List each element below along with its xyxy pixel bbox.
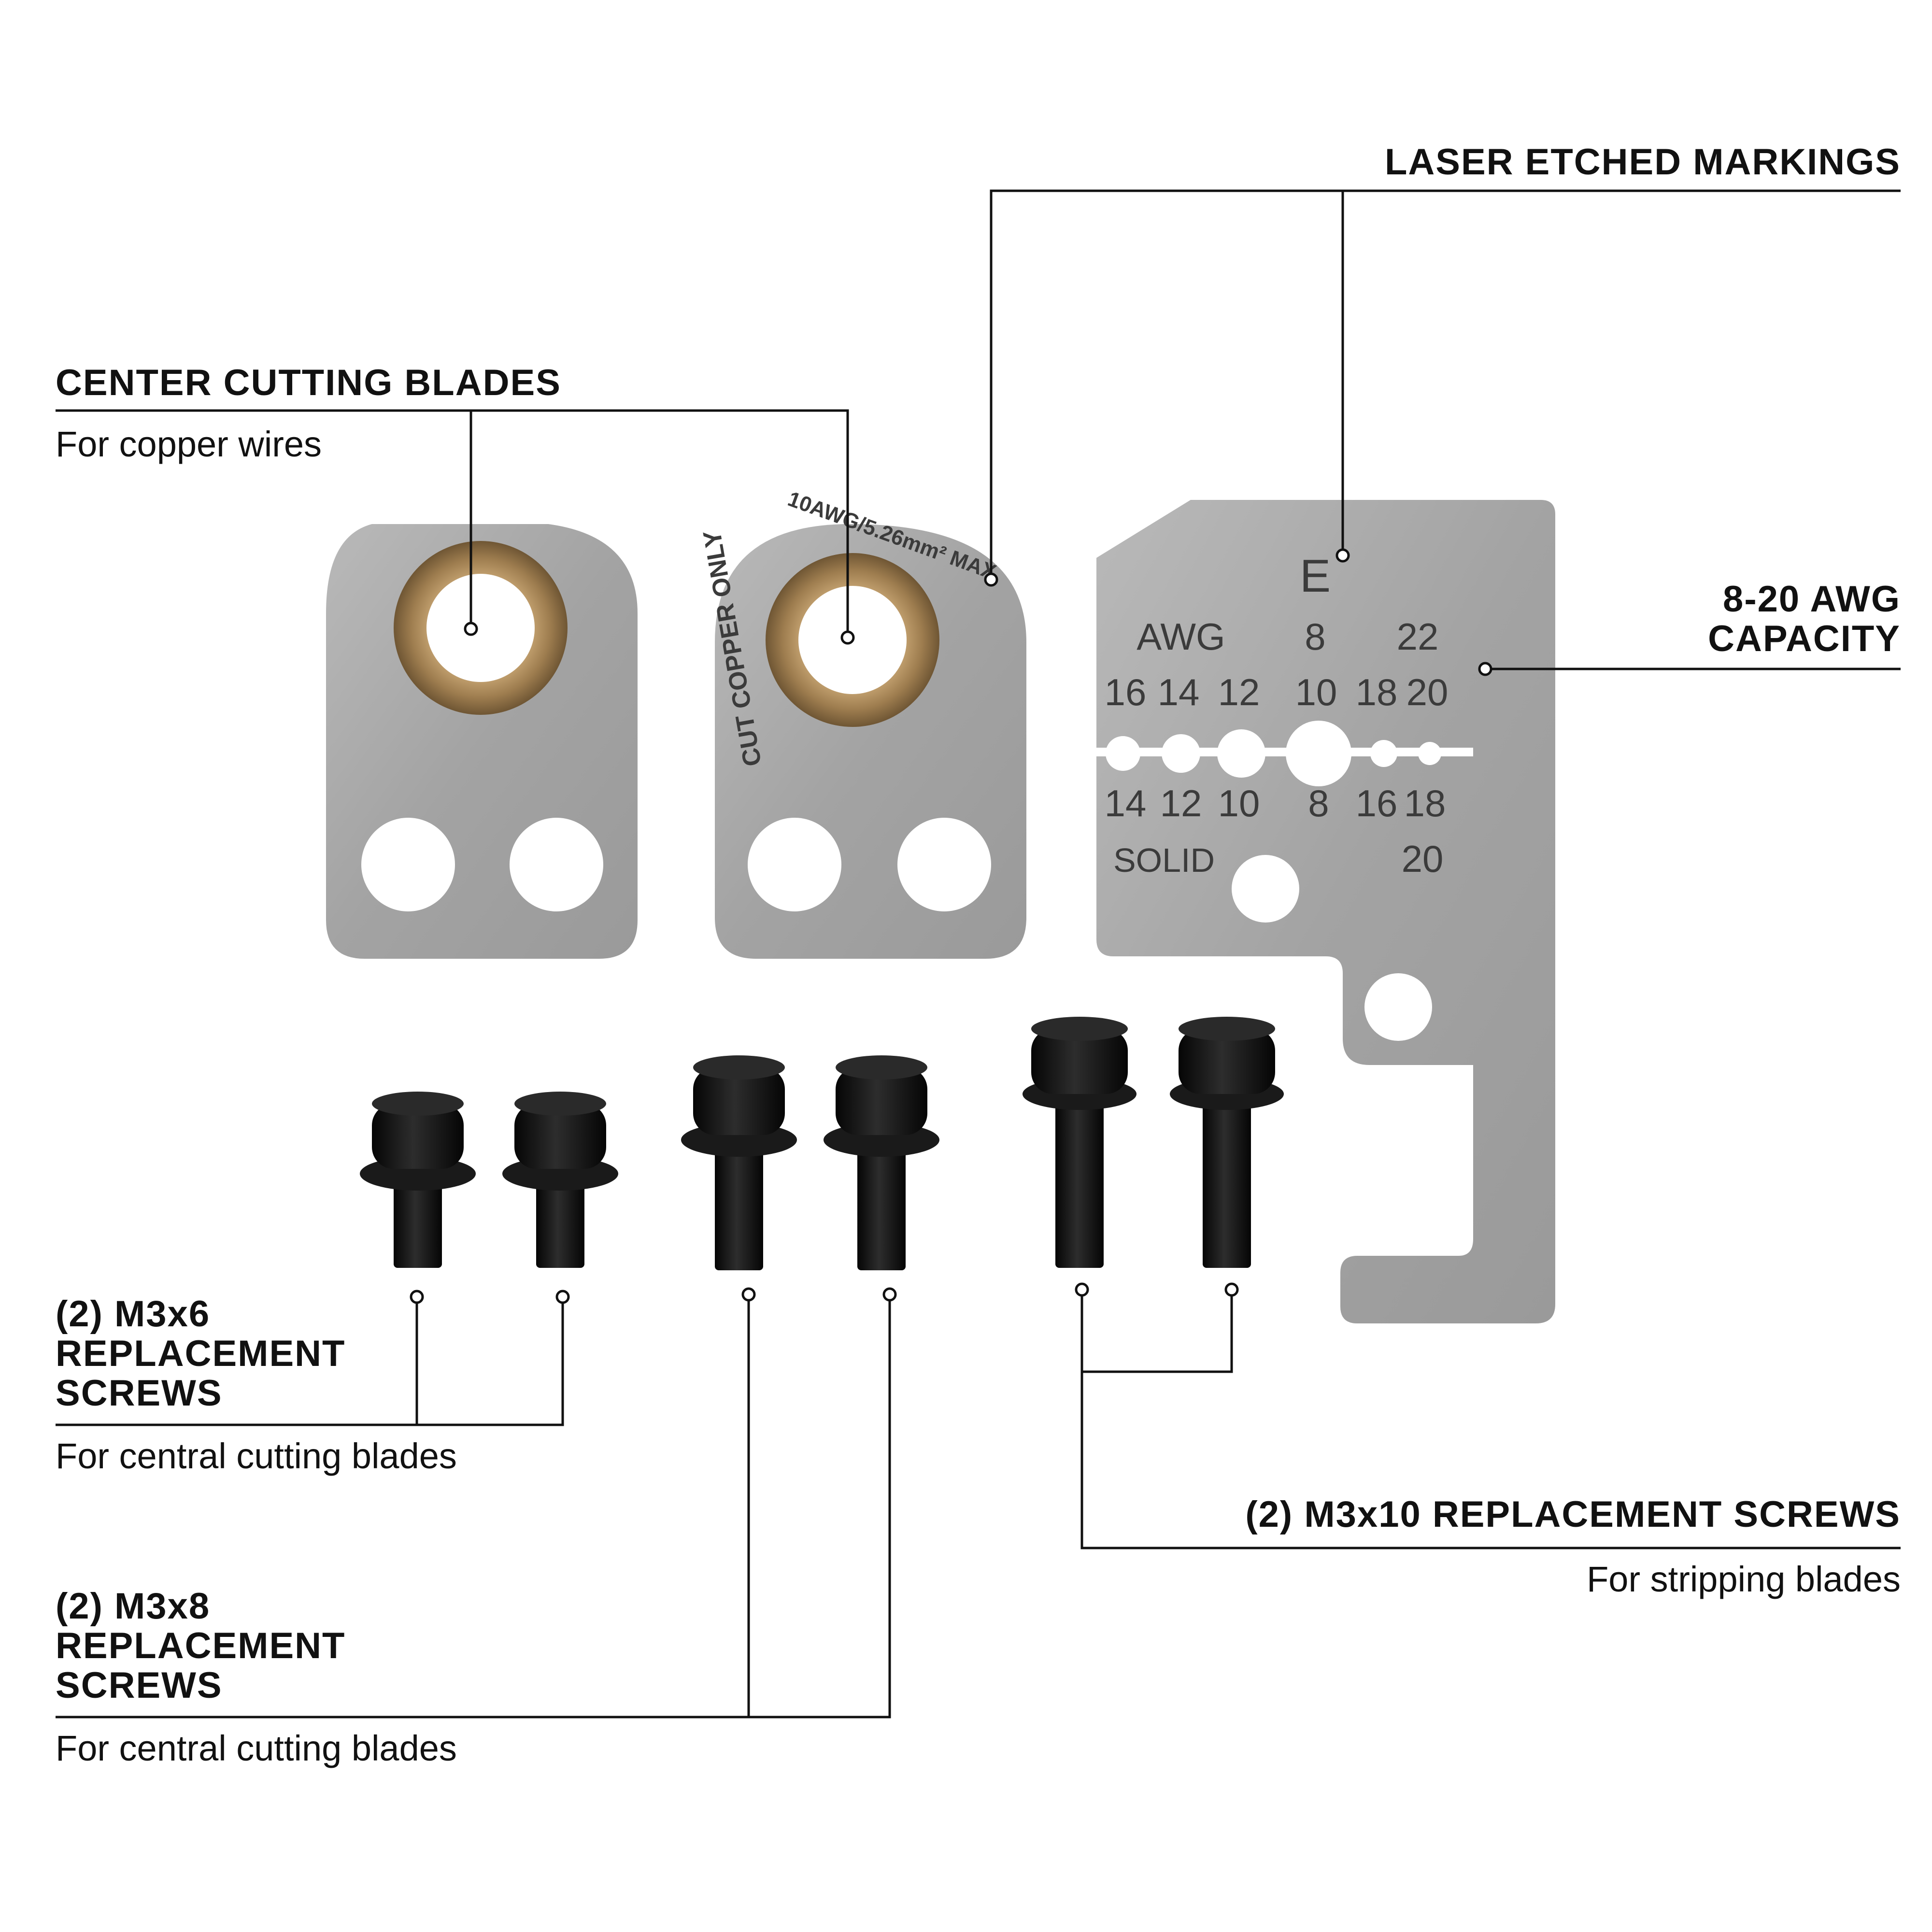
screw-m3x8-left bbox=[681, 1055, 797, 1270]
m3x6-title-line2: REPLACEMENT bbox=[56, 1333, 346, 1374]
gauge-mark: 12 bbox=[1160, 782, 1202, 824]
m3x8-title-line3: SCREWS bbox=[56, 1665, 223, 1706]
center-blades-title: CENTER CUTTING BLADES bbox=[56, 362, 561, 403]
gauge-mark: 18 bbox=[1404, 782, 1446, 824]
mount-hole bbox=[748, 818, 841, 911]
callout-dots bbox=[410, 548, 1492, 1304]
screw-m3x10-right bbox=[1170, 1017, 1284, 1268]
solid-hole bbox=[1232, 855, 1299, 923]
m3x8-subtitle: For central cutting blades bbox=[56, 1728, 457, 1768]
blade-letter: E bbox=[1300, 550, 1331, 602]
gauge-mark: 14 bbox=[1105, 782, 1147, 824]
m3x6-subtitle: For central cutting blades bbox=[56, 1436, 457, 1476]
capacity-title-line2: CAPACITY bbox=[1708, 618, 1901, 659]
center-cutting-blade-middle: CUT COPPER ONLY 10AWG/5.26mm² MAX bbox=[698, 487, 1026, 959]
gauge-mark: 14 bbox=[1158, 671, 1200, 713]
gauge-mark: 12 bbox=[1218, 671, 1260, 713]
mount-hole bbox=[361, 818, 455, 911]
mount-hole bbox=[897, 818, 991, 911]
awg-label: AWG bbox=[1136, 615, 1225, 658]
gauge-mark: 20 bbox=[1406, 671, 1449, 713]
leader-line bbox=[990, 189, 1901, 580]
m3x10-title: (2) M3x10 REPLACEMENT SCREWS bbox=[1245, 1494, 1901, 1535]
center-blades-subtitle: For copper wires bbox=[56, 424, 322, 464]
screw-m3x6-left bbox=[360, 1092, 476, 1268]
leader-line bbox=[56, 1294, 891, 1719]
gauge-mark: 10 bbox=[1295, 671, 1337, 713]
leader-line bbox=[1080, 1290, 1901, 1549]
callout-lines bbox=[56, 189, 1901, 1719]
solid-label: SOLID bbox=[1113, 841, 1215, 879]
center-cutting-blade-left bbox=[326, 524, 638, 959]
gauge-mark: 8 bbox=[1308, 782, 1329, 824]
screw-m3x6-right bbox=[502, 1092, 618, 1268]
gauge-mark: 22 bbox=[1397, 615, 1439, 658]
gauge-mark: 16 bbox=[1105, 671, 1147, 713]
gauge-mark: 20 bbox=[1402, 838, 1444, 880]
laser-etched-title: LASER ETCHED MARKINGS bbox=[1384, 142, 1901, 183]
m3x6-title-line1: (2) M3x6 bbox=[56, 1293, 211, 1335]
capacity-title-line1: 8-20 AWG bbox=[1723, 579, 1901, 620]
leader-line bbox=[56, 409, 849, 638]
m3x8-title-line1: (2) M3x8 bbox=[56, 1586, 211, 1627]
stripping-blade: E AWG 8 22 16 14 12 10 18 20 14 12 10 8 … bbox=[1096, 500, 1555, 1323]
screw-m3x8-right bbox=[824, 1055, 939, 1270]
gauge-mark: 16 bbox=[1356, 782, 1398, 824]
gauge-mark: 10 bbox=[1218, 782, 1260, 824]
m3x6-title-line3: SCREWS bbox=[56, 1373, 223, 1414]
m3x8-title-line2: REPLACEMENT bbox=[56, 1625, 346, 1666]
mount-hole bbox=[1364, 973, 1432, 1041]
leader-line bbox=[56, 1297, 564, 1426]
leader-line bbox=[1082, 1290, 1233, 1373]
screw-m3x10-left bbox=[1023, 1017, 1136, 1268]
m3x10-subtitle: For stripping blades bbox=[1587, 1559, 1901, 1599]
mount-hole bbox=[510, 818, 603, 911]
gauge-mark: 18 bbox=[1356, 671, 1398, 713]
gauge-mark: 8 bbox=[1305, 615, 1325, 658]
